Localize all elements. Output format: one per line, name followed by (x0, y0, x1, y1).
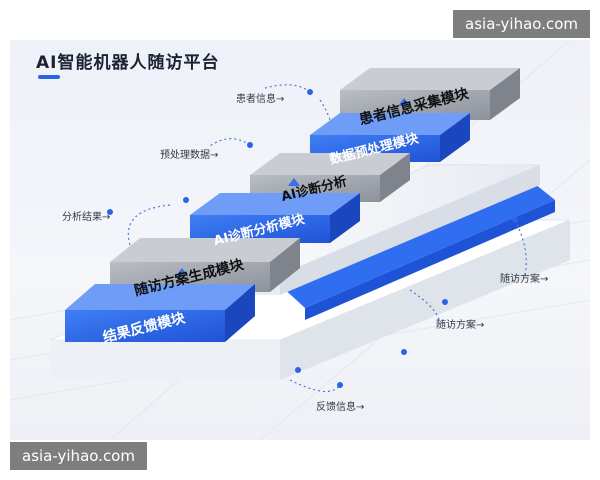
flow-dots (107, 89, 518, 388)
module-block-6 (65, 284, 255, 342)
flow-label-patient-info: 患者信息→ (236, 94, 285, 105)
watermark-top: asia-yihao.com (453, 10, 590, 38)
blue-platform (280, 180, 555, 320)
flow-label-preprocessed: 预处理数据→ (160, 150, 219, 161)
flow-label-plan-mid: 随访方案→ (436, 320, 485, 331)
flow-label-plan-right: 随访方案→ (500, 274, 549, 285)
page-title: AI智能机器人随访平台 (36, 53, 220, 73)
title-underline (38, 75, 60, 79)
diagram-scene: 患者信息采集模块 数据预处理模块 AI诊断分析 AI诊断分析模块 随访方案生成模… (10, 40, 590, 440)
diagram-stage: 患者信息采集模块 数据预处理模块 AI诊断分析 AI诊断分析模块 随访方案生成模… (10, 40, 590, 440)
flow-label-feedback: 反馈信息→ (316, 402, 365, 413)
module-block-4 (190, 193, 360, 243)
module-block-1 (340, 68, 520, 120)
watermark-bottom: asia-yihao.com (10, 442, 147, 470)
up-arrows (176, 98, 410, 276)
flow-label-analysis-result: 分析结果→ (62, 212, 111, 223)
module-block-2 (310, 113, 470, 162)
